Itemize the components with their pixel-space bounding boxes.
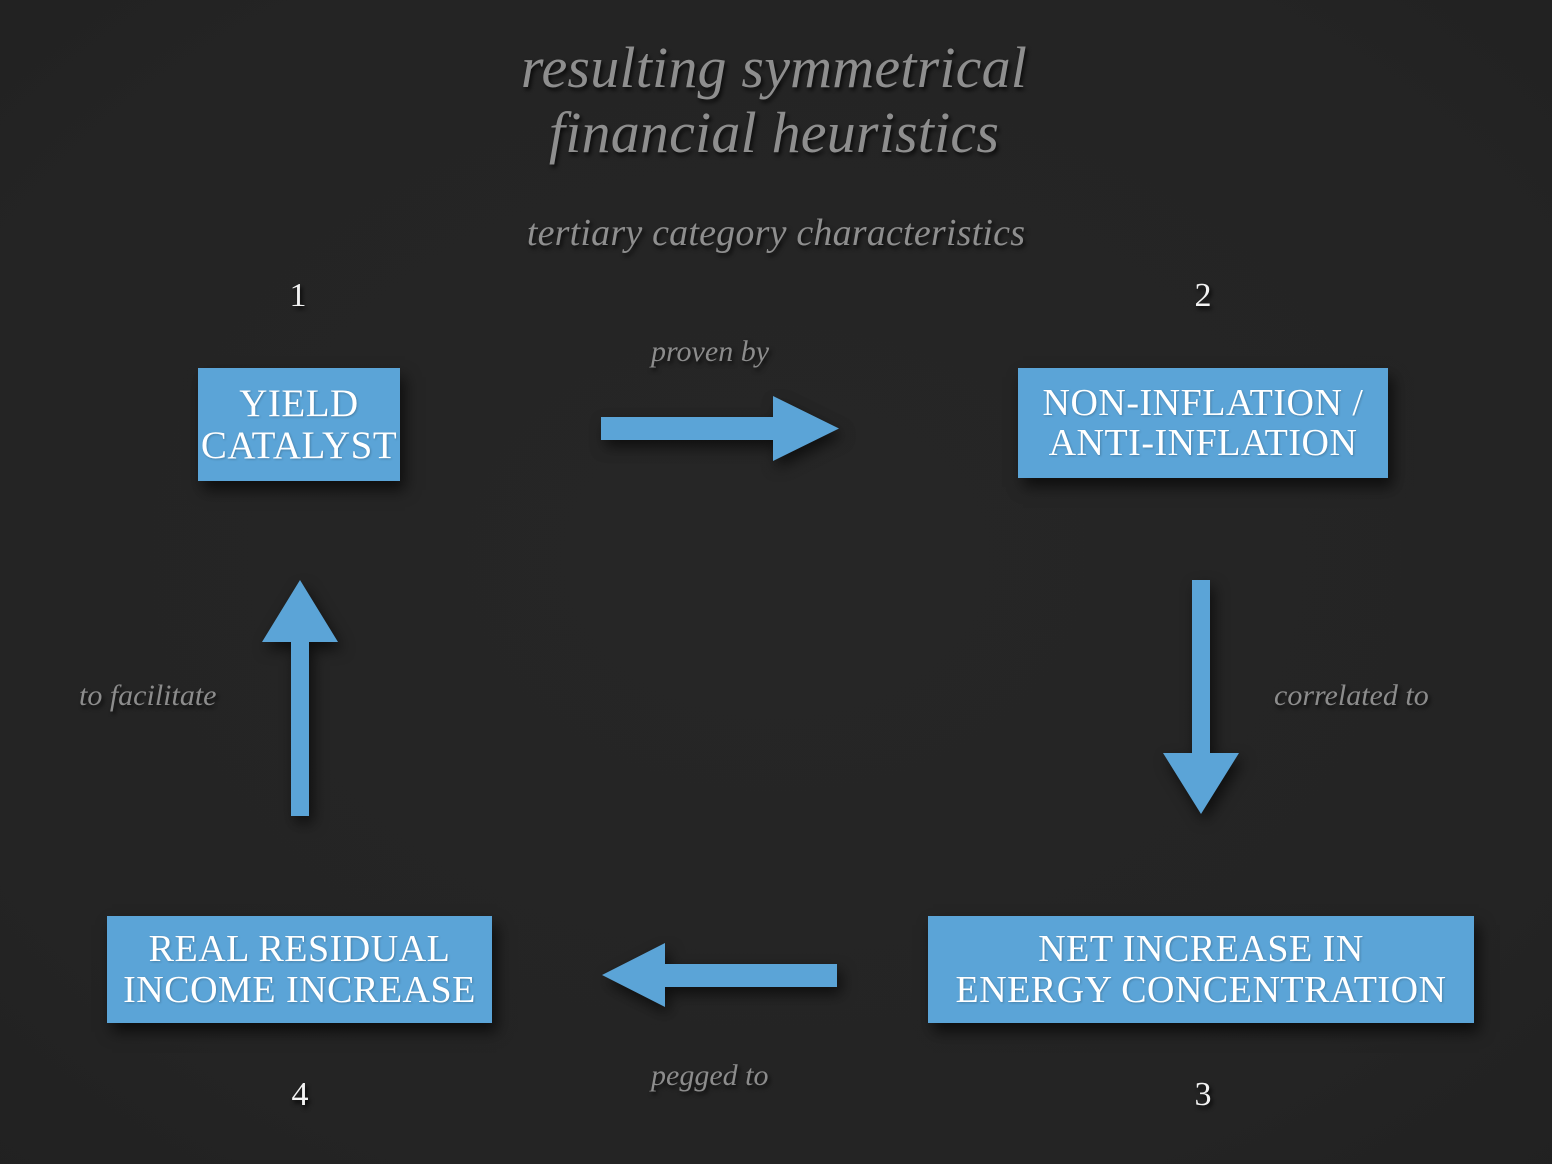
arrow-right-icon-proven-by [601, 396, 839, 461]
step-number-3: 3 [1194, 1076, 1212, 1113]
arrow-down-icon-correlated-to [1163, 580, 1239, 814]
node-box-yield-catalyst[interactable]: YIELD CATALYST [198, 368, 400, 481]
page-title: resulting symmetrical financial heuristi… [520, 35, 1028, 165]
step-number-1: 1 [289, 277, 307, 314]
node-box-non-inflation-anti-inflation[interactable]: NON-INFLATION / ANTI-INFLATION [1018, 368, 1388, 478]
page-subtitle: tertiary category characteristics [526, 212, 1026, 254]
edge-label-pegged-to: pegged to [651, 1059, 769, 1092]
step-number-2: 2 [1194, 277, 1212, 314]
edge-label-proven-by: proven by [651, 335, 770, 368]
node-box-net-increase-in-energy-concentration[interactable]: NET INCREASE IN ENERGY CONCENTRATION [928, 916, 1474, 1023]
arrow-up-icon-to-facilitate [262, 580, 338, 816]
edge-label-to-facilitate: to facilitate [79, 679, 217, 712]
edge-label-correlated-to: correlated to [1274, 679, 1429, 712]
arrow-left-icon-pegged-to [602, 943, 837, 1007]
node-box-real-residual-income-increase[interactable]: REAL RESIDUAL INCOME INCREASE [107, 916, 492, 1023]
step-number-4: 4 [291, 1076, 309, 1113]
